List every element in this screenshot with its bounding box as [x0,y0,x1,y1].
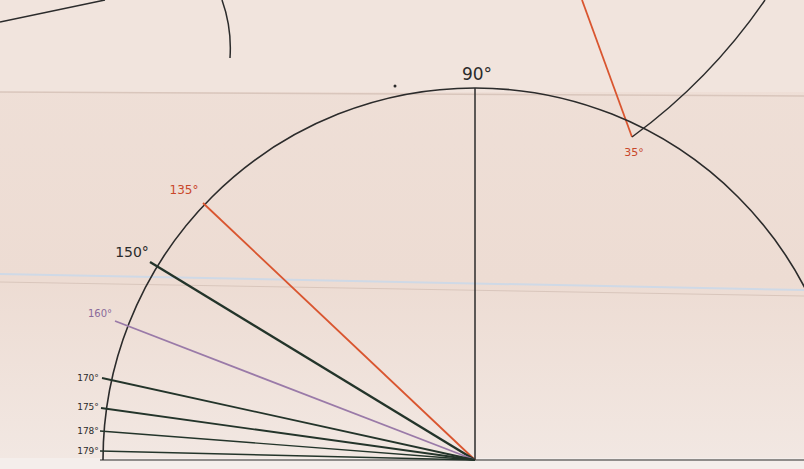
paper-edge [0,458,804,469]
angle-ray [474,88,476,460]
paper-sheet [0,0,804,92]
angle-label: 135° [170,184,199,196]
drawn-line [0,0,105,22]
angle-label: 160° [88,309,112,319]
angle-label: 178° [77,427,99,436]
semicircle-arc [103,88,804,460]
angle-ray [100,431,475,460]
paper-fold [0,282,804,296]
angle-ray [115,321,475,460]
angle-ray [101,408,475,460]
angle-ray [150,262,475,460]
angle-ray [582,0,632,137]
angle-ray [102,378,475,460]
drawn-arc [222,0,230,58]
angle-label: 175° [77,403,99,412]
angle-label: 90° [462,66,492,83]
angle-label: 179° [77,447,99,456]
angle-label: 170° [77,374,99,383]
angle-ray [203,203,475,460]
pencil-dot [394,85,397,88]
angle-ray [100,451,475,460]
angle-label: 150° [115,245,149,259]
angle-label: 35° [624,147,644,158]
paper-fold [0,274,804,290]
drawn-arc [632,0,765,137]
